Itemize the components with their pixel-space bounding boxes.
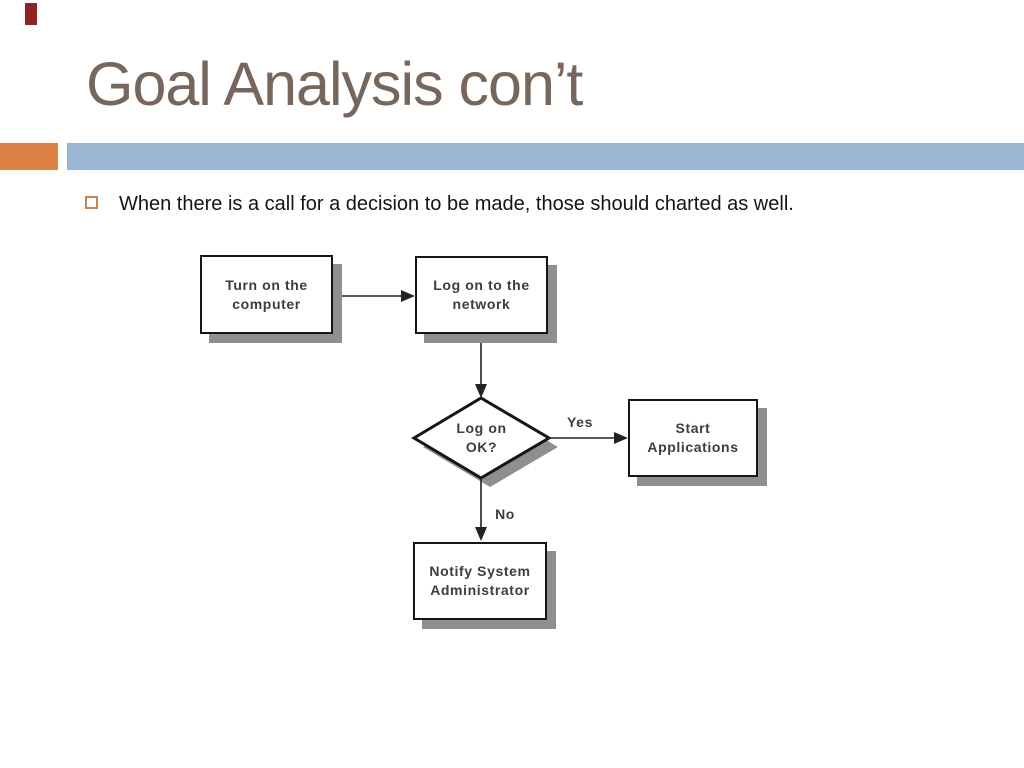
flow-node-log-on-ok: Log on OK? <box>414 398 549 478</box>
flow-node-label: Turn on the computer <box>225 276 308 312</box>
arrowhead-right-icon <box>401 290 415 302</box>
arrowhead-right-icon <box>614 432 628 444</box>
bullet-marker-icon <box>85 196 98 209</box>
red-accent-mark <box>25 3 37 25</box>
flow-node-label: Start Applications <box>647 420 739 455</box>
slide-title: Goal Analysis con’t <box>86 50 583 118</box>
flow-node-label: Log on OK? <box>456 420 507 455</box>
flow-node-start-applications: Start Applications <box>628 399 758 477</box>
orange-accent-bar <box>0 143 58 170</box>
arrowhead-down-icon <box>475 384 487 398</box>
edge-label-no: No <box>495 506 515 522</box>
blue-accent-bar <box>67 143 1024 170</box>
flow-node-turn-on-computer: Turn on the computer <box>200 255 333 334</box>
edge-label-yes: Yes <box>567 414 593 430</box>
bullet-text: When there is a call for a decision to b… <box>119 193 794 215</box>
arrowhead-down-icon <box>475 527 487 541</box>
flow-node-label: Notify System Administrator <box>429 563 531 598</box>
flow-node-label: Log on to the network <box>433 277 530 312</box>
flow-node-notify-system-administrator: Notify System Administrator <box>413 542 547 620</box>
flow-node-log-on-network: Log on to the network <box>415 256 548 334</box>
